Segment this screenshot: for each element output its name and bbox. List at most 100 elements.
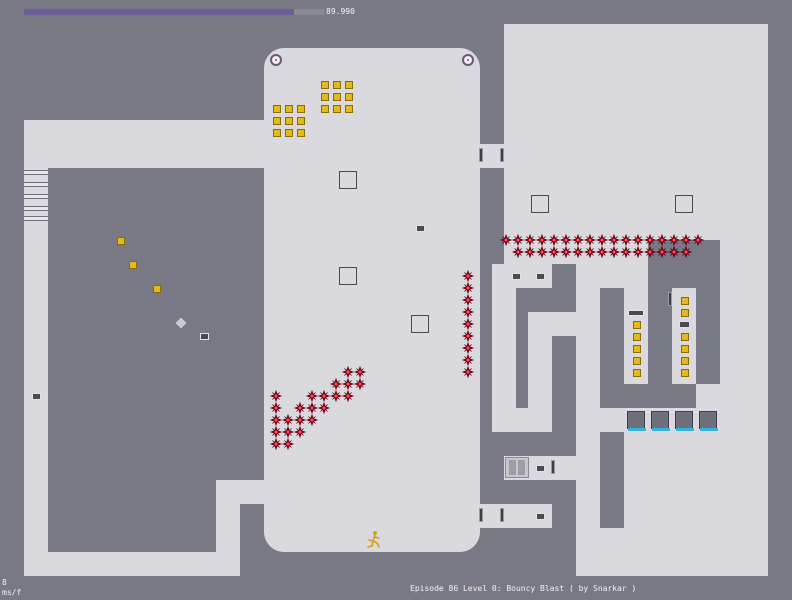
mine-icon (270, 438, 282, 450)
mine-icon (294, 414, 306, 426)
mine-icon (632, 234, 644, 246)
mine-icon (342, 378, 354, 390)
mine-icon (584, 246, 596, 258)
locked-door (500, 508, 504, 522)
ninja-player-icon (367, 531, 380, 548)
mine-icon (270, 414, 282, 426)
mine-icon (644, 234, 656, 246)
mine-icon (462, 282, 474, 294)
mine-icon (560, 234, 572, 246)
door-switch-icon (679, 321, 690, 328)
mine-icon (608, 234, 620, 246)
mine-icon (270, 390, 282, 402)
speed-value: 8 (2, 578, 7, 587)
mine-icon (680, 234, 692, 246)
mine-icon (572, 246, 584, 258)
mine-icon (462, 366, 474, 378)
mine-icon (524, 246, 536, 258)
time-bar-fill (24, 9, 294, 15)
door-switch-icon (416, 225, 425, 232)
mine-icon (318, 390, 330, 402)
mine-icon (294, 402, 306, 414)
mine-icon (524, 234, 536, 246)
door-switch-icon (536, 465, 545, 472)
mine-icon (512, 246, 524, 258)
gold-icon (321, 81, 329, 89)
door-switch-icon (32, 393, 41, 400)
gold-icon (285, 117, 293, 125)
door-switch-icon (536, 273, 545, 280)
mine-icon (330, 378, 342, 390)
gold-icon (297, 117, 305, 125)
mine-icon (596, 234, 608, 246)
mine-icon (668, 246, 680, 258)
gold-icon (633, 369, 641, 377)
locked-door (479, 508, 483, 522)
gold-icon (681, 333, 689, 341)
gold-icon (285, 129, 293, 137)
gold-icon (321, 93, 329, 101)
one-way-platform (24, 170, 48, 175)
mine-icon (462, 294, 474, 306)
gold-icon (273, 117, 281, 125)
mine-icon (668, 234, 680, 246)
mine-icon (512, 234, 524, 246)
time-bar (24, 9, 324, 15)
mine-icon (620, 234, 632, 246)
mine-icon (584, 234, 596, 246)
mine-icon (560, 246, 572, 258)
thwump-icon (675, 411, 694, 431)
mine-icon (282, 426, 294, 438)
mine-icon (536, 246, 548, 258)
gold-icon (345, 93, 353, 101)
gold-icon (297, 105, 305, 113)
mine-icon (270, 426, 282, 438)
door-switch-icon (536, 513, 545, 520)
gold-icon (273, 129, 281, 137)
mine-icon (500, 234, 512, 246)
mine-icon (354, 366, 366, 378)
mine-icon (608, 246, 620, 258)
locked-door (500, 148, 504, 162)
gold-icon (117, 237, 125, 245)
mine-icon (462, 306, 474, 318)
mine-icon (282, 414, 294, 426)
bounce-block (675, 195, 693, 213)
mine-icon (282, 438, 294, 450)
gold-icon (285, 105, 293, 113)
mine-icon (680, 246, 692, 258)
locked-door (551, 460, 555, 474)
gold-icon (633, 333, 641, 341)
mine-icon (462, 270, 474, 282)
turret-icon (270, 54, 282, 66)
mine-icon (462, 330, 474, 342)
gold-icon (273, 105, 281, 113)
mine-icon (462, 318, 474, 330)
mine-icon (644, 246, 656, 258)
bounce-block (411, 315, 429, 333)
gold-icon (633, 357, 641, 365)
mine-icon (548, 234, 560, 246)
one-way-platform (24, 194, 48, 199)
gold-icon (153, 285, 161, 293)
gold-icon (633, 321, 641, 329)
one-way-platform (24, 216, 48, 221)
door-switch-icon (512, 273, 521, 280)
mine-icon (270, 402, 282, 414)
mine-icon (330, 390, 342, 402)
mine-icon (306, 390, 318, 402)
door-switch-icon (200, 333, 209, 340)
mine-icon (656, 234, 668, 246)
mine-icon (306, 414, 318, 426)
one-way-platform (24, 206, 48, 211)
mine-icon (572, 234, 584, 246)
mine-icon (548, 246, 560, 258)
speed-unit: ms/f (2, 588, 22, 597)
mine-icon (632, 246, 644, 258)
gold-icon (129, 261, 137, 269)
mine-icon (342, 390, 354, 402)
trap-door (628, 310, 644, 316)
gold-icon (681, 309, 689, 317)
